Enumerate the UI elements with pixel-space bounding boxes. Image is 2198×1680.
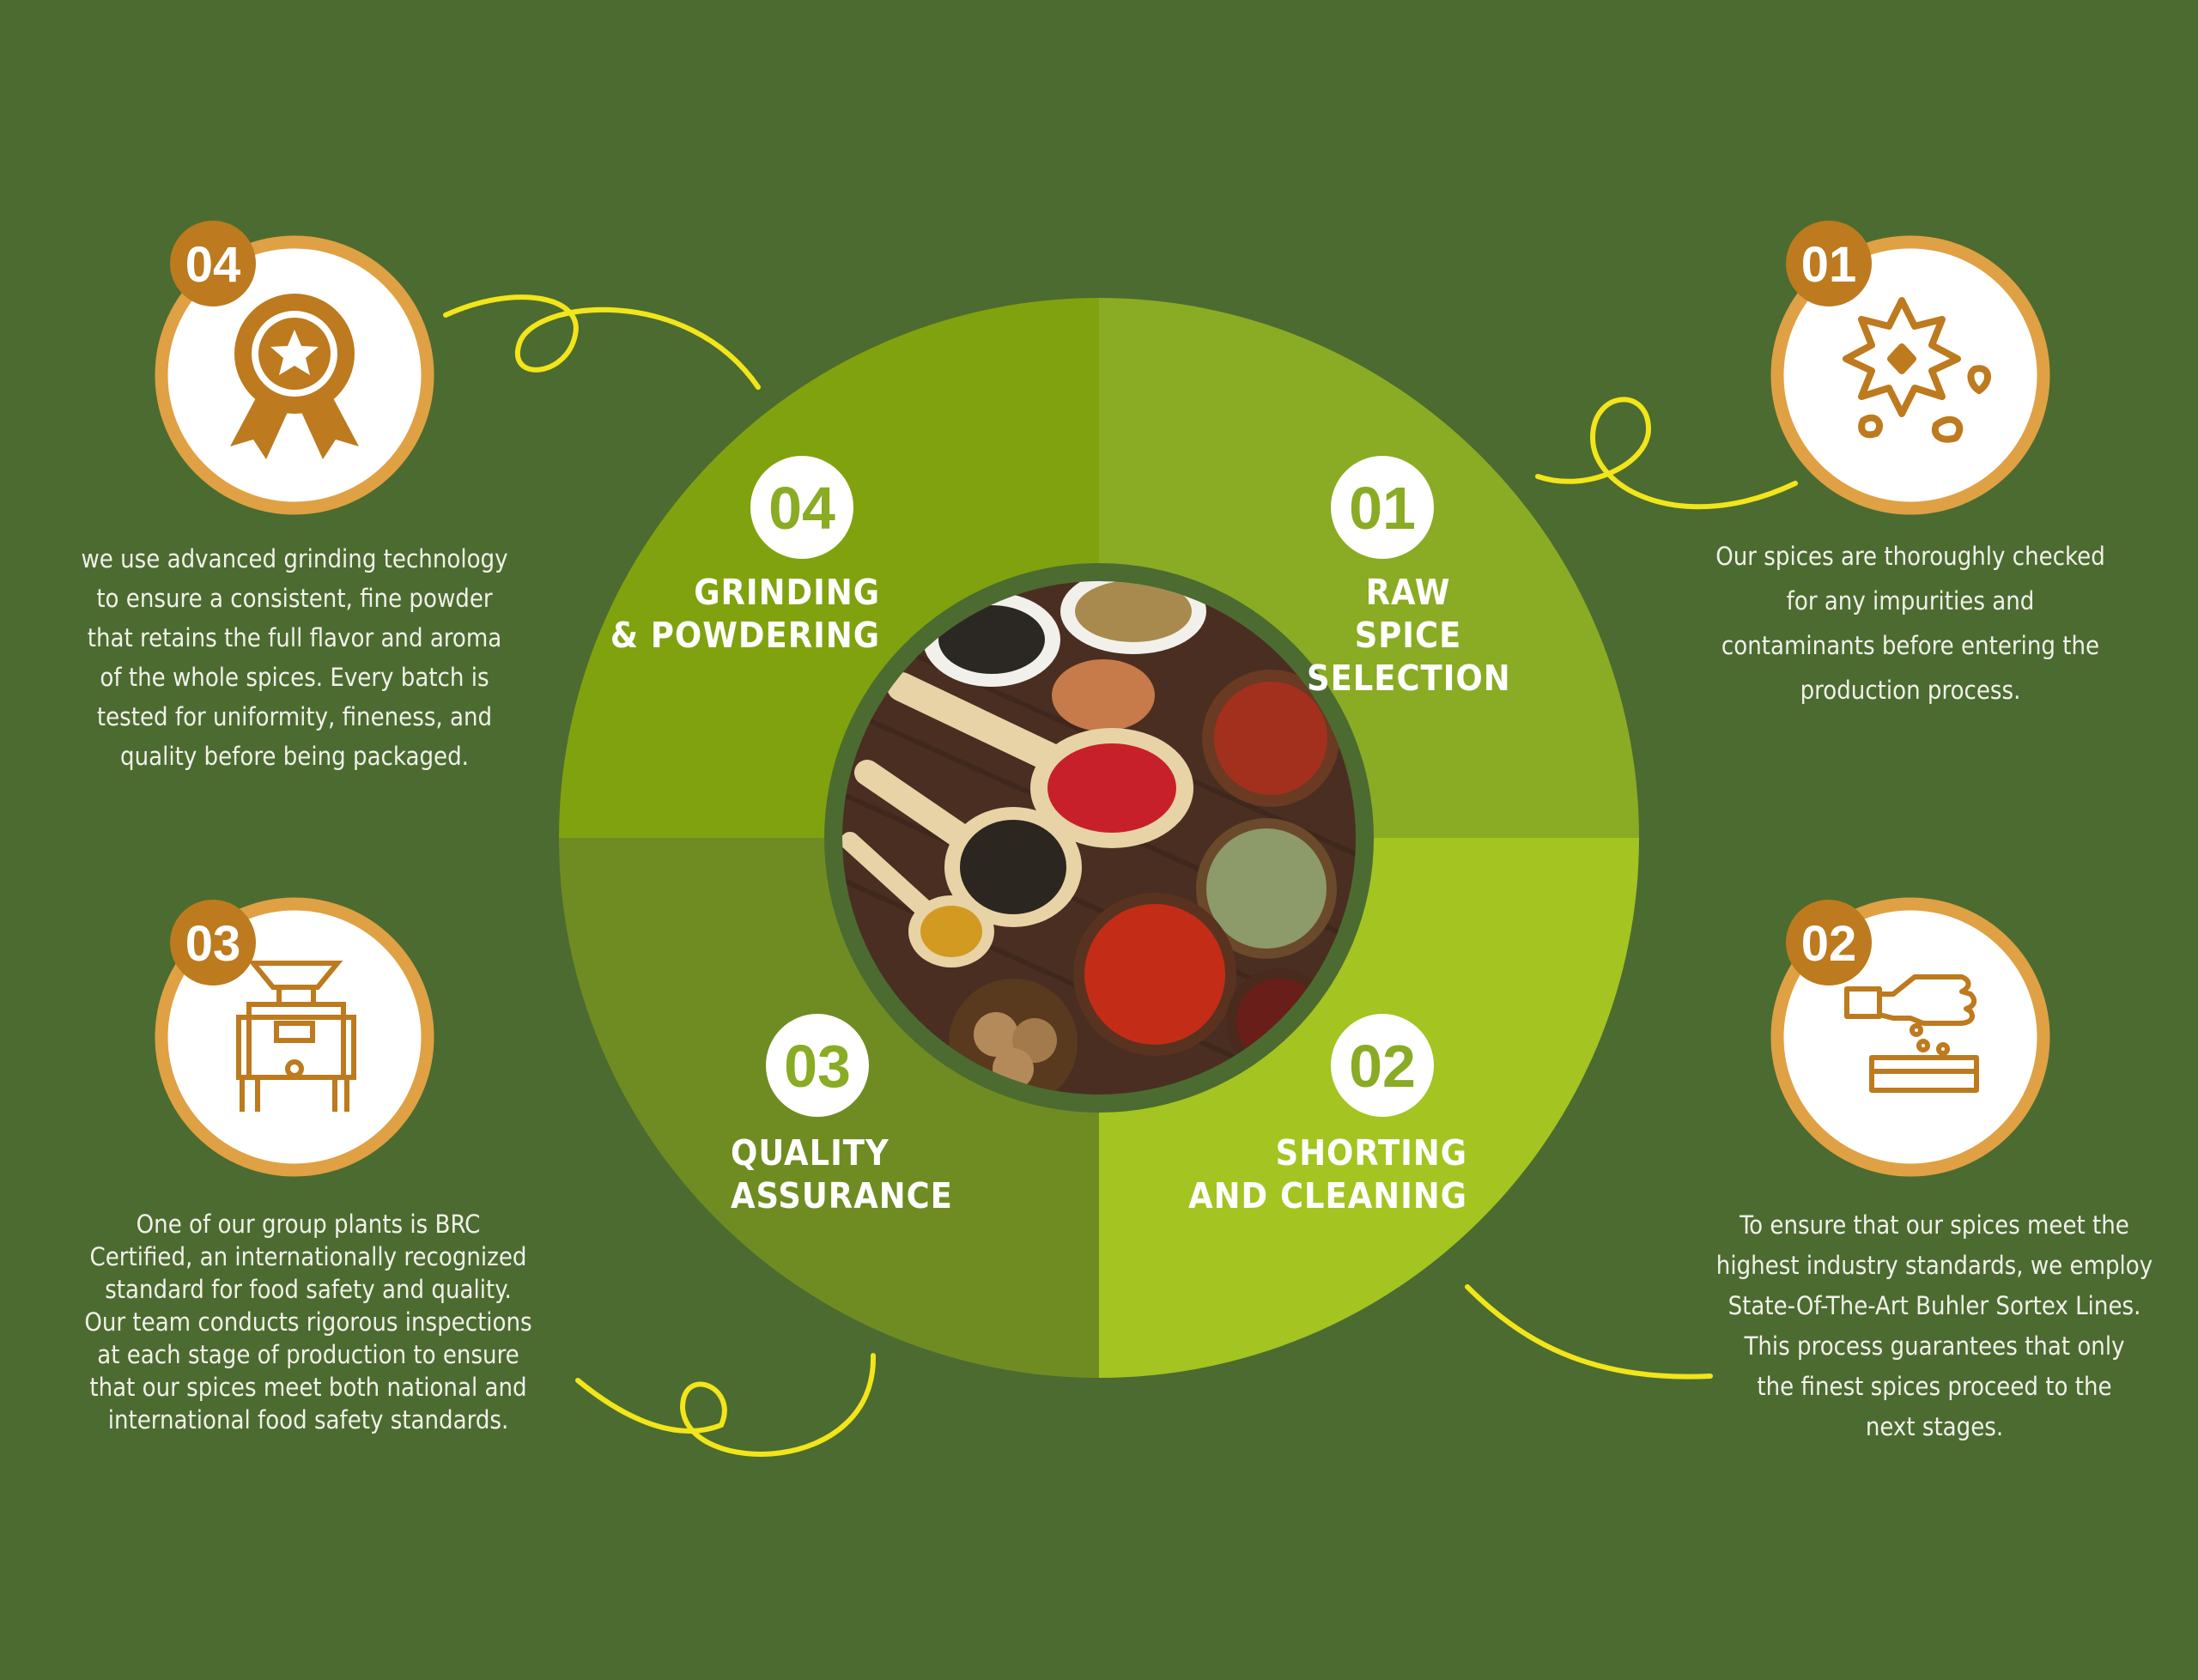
swirl-03 <box>575 1353 877 1457</box>
description-line: Certified, an internationally recognized <box>89 1242 527 1271</box>
description-line: at each stage of production to ensure <box>97 1340 519 1369</box>
step-title-01-line1: RAW SPICE <box>1354 572 1462 656</box>
description-line: tested for uniformity, fineness, and <box>96 702 493 731</box>
swirl-02 <box>1465 1284 1713 1380</box>
description-line: for any impurities and <box>1786 586 2035 616</box>
description-line: quality before being packaged. <box>120 742 469 771</box>
icon-circle-01 <box>1770 235 2050 515</box>
description-line: To ensure that our spices meet the <box>1740 1210 2129 1240</box>
description-line: to ensure a consistent, fine powder <box>96 584 493 613</box>
pie-number-03: 03 <box>784 1033 851 1100</box>
pie-number-01: 01 <box>1349 475 1416 542</box>
badge-04 <box>170 221 256 306</box>
step-title-01: RAW SPICE SELECTION <box>1307 571 1511 700</box>
description-line: One of our group plants is BRC <box>136 1210 481 1239</box>
badge-03 <box>170 900 256 986</box>
award-badge-icon <box>230 294 359 459</box>
step-description-04: we use advanced grinding technology to e… <box>81 539 507 776</box>
step-description-01: Our spices are thoroughly checked for an… <box>1715 534 2105 713</box>
pie-number-04: 04 <box>768 475 835 542</box>
step-title-02: SHORTING AND CLEANING <box>1188 1131 1467 1217</box>
description-line: contaminants before entering the <box>1721 631 2100 660</box>
description-line: standard for food safety and quality. <box>105 1275 512 1304</box>
description-line: Our team conducts rigorous inspections <box>84 1307 532 1337</box>
description-line: highest industry standards, we employ <box>1715 1251 2153 1280</box>
badge-01 <box>1786 221 1872 306</box>
description-line: we use advanced grinding technology <box>81 544 508 573</box>
step-description-03: One of our group plants is BRC Certified… <box>84 1208 531 1436</box>
badge-number-01: 01 <box>1801 237 1857 293</box>
hand-sorting-icon <box>1844 974 1979 1093</box>
step-title-04: GRINDING & POWDERING <box>610 571 880 657</box>
description-line: the finest spices proceed to the <box>1757 1372 2112 1401</box>
badge-number-02: 02 <box>1801 916 1857 972</box>
description-line: of the whole spices. Every batch is <box>100 663 489 692</box>
badge-number-04: 04 <box>185 237 241 293</box>
step-title-02-line2: AND CLEANING <box>1188 1175 1467 1216</box>
flower-seeds-icon <box>1843 297 1991 443</box>
badge-02 <box>1786 900 1872 986</box>
pie-number-02: 02 <box>1349 1033 1416 1100</box>
grinding-machine-icon <box>236 961 356 1112</box>
description-line: next stages. <box>1865 1412 2004 1441</box>
description-line: State-Of-The-Art Buhler Sortex Lines. <box>1727 1291 2141 1320</box>
step-title-01-line2: SELECTION <box>1307 658 1511 699</box>
description-line: This process guarantees that only <box>1744 1331 2125 1361</box>
step-title-04-line2: & POWDERING <box>610 615 880 656</box>
step-title-04-line1: GRINDING <box>694 572 880 613</box>
description-line: that retains the full flavor and aroma <box>87 623 502 652</box>
swirl-01 <box>1535 397 1798 510</box>
swirl-04 <box>443 294 761 390</box>
badge-number-03: 03 <box>185 916 241 972</box>
step-title-03: QUALITY ASSURANCE <box>731 1131 953 1217</box>
pie-number-circle-02 <box>1331 1014 1434 1117</box>
description-line: international food safety standards. <box>107 1405 509 1434</box>
step-description-02: To ensure that our spices meet the highe… <box>1716 1205 2152 1447</box>
description-line: Our spices are thoroughly checked <box>1715 542 2105 571</box>
pie-number-circle-04 <box>750 456 853 559</box>
step-title-02-line1: SHORTING <box>1275 1132 1467 1174</box>
pie-number-circle-03 <box>766 1014 869 1117</box>
spices-photo <box>824 563 1374 1113</box>
description-line: production process. <box>1800 676 2021 705</box>
description-line: that our spices meet both national and <box>89 1373 527 1402</box>
pie-number-circle-01 <box>1331 456 1434 559</box>
step-title-03-line2: ASSURANCE <box>731 1175 953 1216</box>
step-title-03-line1: QUALITY <box>731 1132 890 1174</box>
